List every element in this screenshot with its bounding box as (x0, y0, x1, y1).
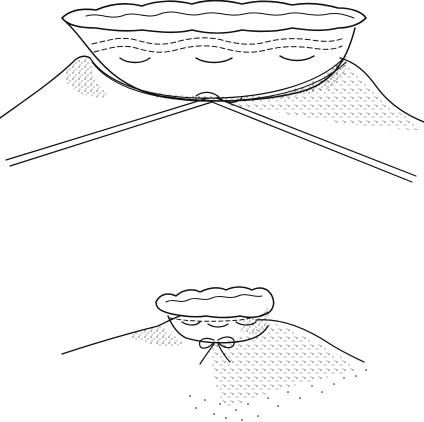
top-casing-opening-2 (196, 58, 232, 63)
top-mound-stipple-right (210, 60, 420, 130)
bottom-hill-stipple-right (210, 322, 360, 410)
top-cord-left-b (10, 102, 212, 166)
top-panel (0, 1, 424, 182)
top-cord-left-a (6, 98, 208, 160)
bottom-panel (62, 287, 367, 421)
top-casing-dashes-upper (92, 38, 344, 44)
top-casing-opening-1 (120, 58, 150, 63)
top-casing-dashes-lower (94, 46, 342, 52)
top-rim-inner-wave (86, 12, 354, 18)
bottom-ruffle-inner (166, 295, 262, 302)
top-casing-opening-3 (280, 56, 314, 61)
bottom-ruffle-top (156, 287, 274, 318)
